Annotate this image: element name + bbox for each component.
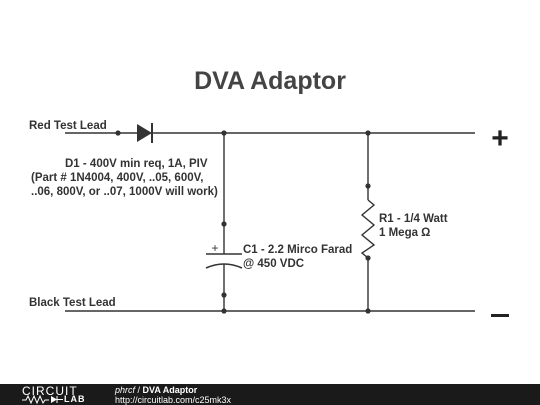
resistor-r1-value: 1 Mega Ω: [379, 227, 430, 239]
footer-bar: CIRCUIT LAB phrcf / DVA Adaptor http://c…: [0, 384, 540, 405]
path-separator: /: [135, 385, 143, 395]
circuit-title: DVA Adaptor: [142, 385, 198, 395]
circuitlab-logo: CIRCUIT LAB: [22, 384, 92, 405]
red-lead-node: [115, 130, 121, 136]
black-test-lead-label: Black Test Lead: [29, 297, 116, 309]
logo-wordmark-top: CIRCUIT: [22, 384, 78, 398]
schematic-diagram: DVA Adaptor + Red Test Lead Black Test L…: [29, 67, 509, 317]
resistor-r1-label: R1 - 1/4 Watt: [379, 213, 448, 225]
diode-d1-part-line2: ..06, 800V, or ..07, 1000V will work): [31, 186, 218, 198]
author-link[interactable]: phrcf: [115, 385, 136, 395]
diode-d1-symbol: [137, 123, 153, 143]
logo-wordmark-bottom: LAB: [64, 394, 86, 404]
diode-d1-part-line1: (Part # 1N4004, 400V, ..05, 600V,: [31, 172, 203, 184]
circuit-url-link[interactable]: http://circuitlab.com/c25mk3x: [115, 395, 232, 405]
footer-info: phrcf / DVA Adaptor http://circuitlab.co…: [115, 385, 231, 405]
capacitor-polarity-mark: +: [211, 241, 218, 255]
positive-terminal-mark: +: [491, 122, 509, 155]
capacitor-c1-label: C1 - 2.2 Mirco Farad: [243, 244, 352, 256]
red-test-lead-label: Red Test Lead: [29, 120, 107, 132]
negative-terminal-mark: [491, 314, 509, 317]
capacitor-c1-rating: @ 450 VDC: [243, 258, 304, 270]
resistor-logo-icon: [22, 395, 63, 404]
diode-d1-label: D1 - 400V min req, 1A, PIV: [65, 158, 208, 170]
capacitor-c1-branch: [205, 130, 243, 314]
resistor-r1-branch: [360, 130, 376, 314]
diagram-title: DVA Adaptor: [194, 67, 346, 95]
